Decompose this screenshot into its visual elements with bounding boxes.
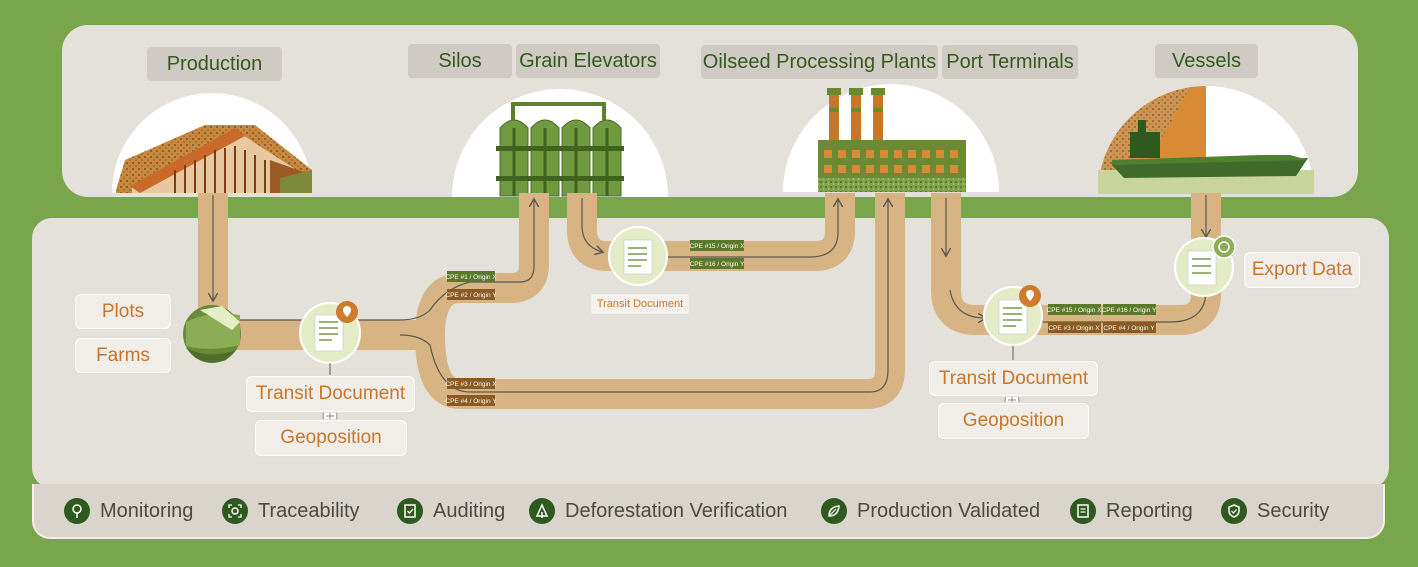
export-data-label: Export Data (1244, 252, 1360, 288)
document-node-main[interactable] (299, 301, 361, 424)
vessel-illustration (1098, 86, 1314, 194)
stage-grain-elevators: Grain Elevators (516, 44, 660, 78)
factory-illustration (783, 84, 999, 192)
plots-label: Plots (75, 294, 171, 329)
geoposition-label: Geoposition (255, 420, 407, 456)
auditing-icon (397, 498, 423, 524)
document-node-mid[interactable] (608, 226, 668, 286)
transit-document-right-label: Transit Document (929, 361, 1098, 396)
farms-label: Farms (75, 338, 171, 373)
feature-reporting[interactable]: Reporting (1070, 497, 1193, 525)
feature-traceability[interactable]: Traceability (222, 497, 360, 525)
production-illustration (112, 93, 312, 193)
export-node[interactable] (1174, 235, 1236, 297)
production-validated-icon (821, 498, 847, 524)
stage-port-terminals: Port Terminals (942, 45, 1078, 79)
feature-production-validated[interactable]: Production Validated (821, 497, 1040, 525)
feature-label: Security (1257, 499, 1330, 522)
stage-vessels: Vessels (1155, 44, 1258, 78)
document-node-right[interactable] (983, 285, 1043, 408)
feature-label: Reporting (1106, 499, 1193, 522)
stage-production: Production (147, 47, 282, 81)
transit-document-mid-label: Transit Document (590, 293, 690, 315)
monitoring-icon (64, 498, 90, 524)
feature-auditing[interactable]: Auditing (397, 497, 505, 525)
transit-document-label: Transit Document (246, 376, 415, 412)
stage-silos: Silos (408, 44, 512, 78)
traceability-icon (222, 498, 248, 524)
feature-label: Traceability (258, 499, 360, 522)
feature-label: Deforestation Verification (565, 499, 788, 522)
geoposition-right-label: Geoposition (938, 403, 1089, 439)
stage-oilseed-plants: Oilseed Processing Plants (701, 45, 938, 79)
feature-security[interactable]: Security (1221, 497, 1329, 525)
silos-illustration (452, 89, 668, 197)
feature-label: Production Validated (857, 499, 1041, 522)
security-icon (1221, 498, 1247, 524)
features-bar (32, 484, 1385, 539)
farm-field-illustration (183, 305, 241, 363)
reporting-icon (1070, 498, 1096, 524)
feature-deforestation-verification[interactable]: Deforestation Verification (529, 497, 787, 525)
feature-label: Monitoring (100, 499, 194, 522)
deforestation-icon (529, 498, 555, 524)
feature-label: Auditing (433, 499, 506, 522)
feature-monitoring[interactable]: Monitoring (64, 497, 193, 525)
